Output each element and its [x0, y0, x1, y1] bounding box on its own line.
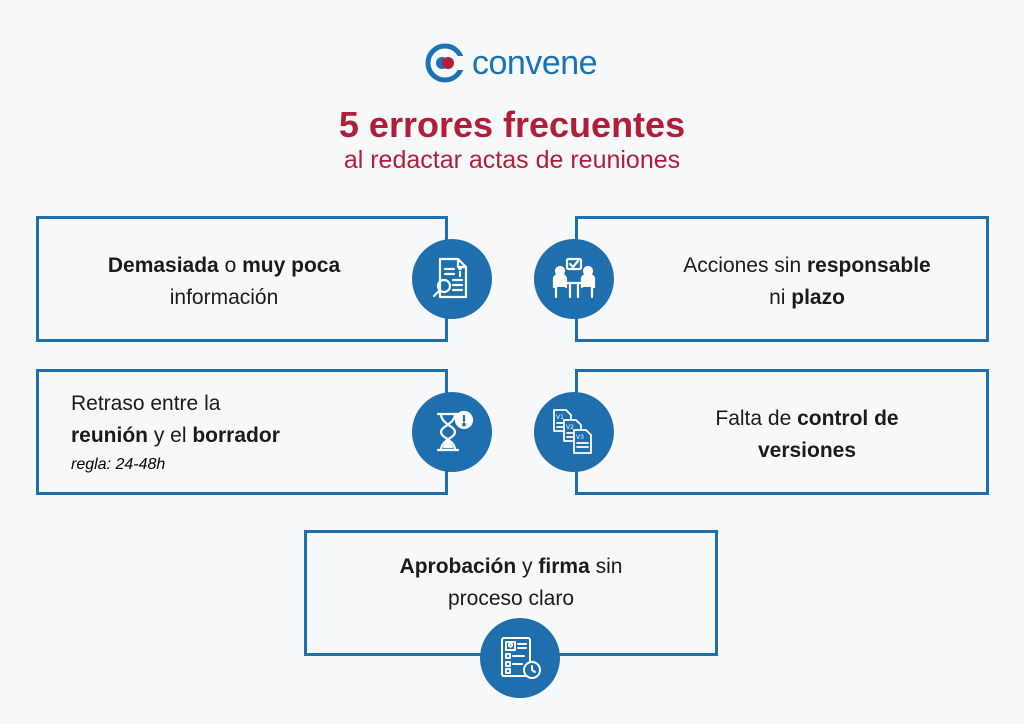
document-versions-icon: V1 V2 V3 — [534, 392, 614, 472]
error-card-1: Demasiada o muy poca información — [36, 216, 448, 342]
plain-text: o — [218, 254, 243, 277]
plain-text: ni — [769, 285, 792, 309]
brand-logo: convene — [424, 40, 624, 86]
emphasis-text: borrador — [192, 423, 280, 447]
error-card-3-text: Retraso entre la reunión y el borrador — [71, 388, 401, 451]
emphasis-text: plazo — [791, 285, 845, 309]
emphasis-text: versiones — [757, 438, 857, 462]
page-title: 5 errores frecuentes — [338, 104, 686, 145]
emphasis-text: Aprobación — [399, 555, 517, 578]
emphasis-text: firma — [538, 555, 590, 578]
hourglass-alert-icon — [412, 392, 492, 472]
svg-text:V3: V3 — [576, 434, 584, 441]
plain-text: sin — [589, 555, 623, 578]
error-card-4-text: Falta de control de versiones — [622, 403, 992, 466]
error-card-2: Acciones sin responsable ni plazo — [575, 216, 989, 342]
error-card-1-text: Demasiada o muy poca información — [39, 250, 409, 313]
emphasis-text: muy poca — [242, 254, 341, 277]
plain-text: Retraso entre la — [71, 392, 221, 415]
approval-form-clock-icon — [480, 618, 560, 698]
plain-text: Acciones sin — [683, 254, 807, 277]
error-card-4: Falta de control de versiones — [575, 369, 989, 495]
plain-text: y — [516, 555, 539, 578]
team-task-icon — [534, 239, 614, 319]
svg-text:V1: V1 — [556, 414, 564, 421]
emphasis-text: responsable — [807, 254, 931, 277]
plain-text: y el — [148, 423, 193, 447]
error-card-3: Retraso entre la reunión y el borrador re… — [36, 369, 448, 495]
error-card-3-note: regla: 24-48h — [71, 456, 166, 473]
error-card-5-text: Aprobación y firma sin proceso claro — [307, 551, 715, 614]
plain-text: proceso claro — [447, 586, 575, 610]
convene-logo-icon — [425, 43, 466, 83]
error-card-2-text: Acciones sin responsable ni plazo — [622, 250, 992, 313]
document-search-icon — [412, 239, 492, 319]
brand-name: convene — [472, 43, 598, 82]
emphasis-text: Demasiada — [107, 254, 219, 277]
svg-text:V2: V2 — [566, 424, 574, 431]
plain-text: información — [169, 285, 279, 309]
emphasis-text: control de — [797, 407, 899, 430]
plain-text: Falta de — [715, 407, 798, 430]
page-subtitle: al redactar actas de reuniones — [343, 146, 681, 174]
emphasis-text: reunión — [71, 423, 148, 447]
